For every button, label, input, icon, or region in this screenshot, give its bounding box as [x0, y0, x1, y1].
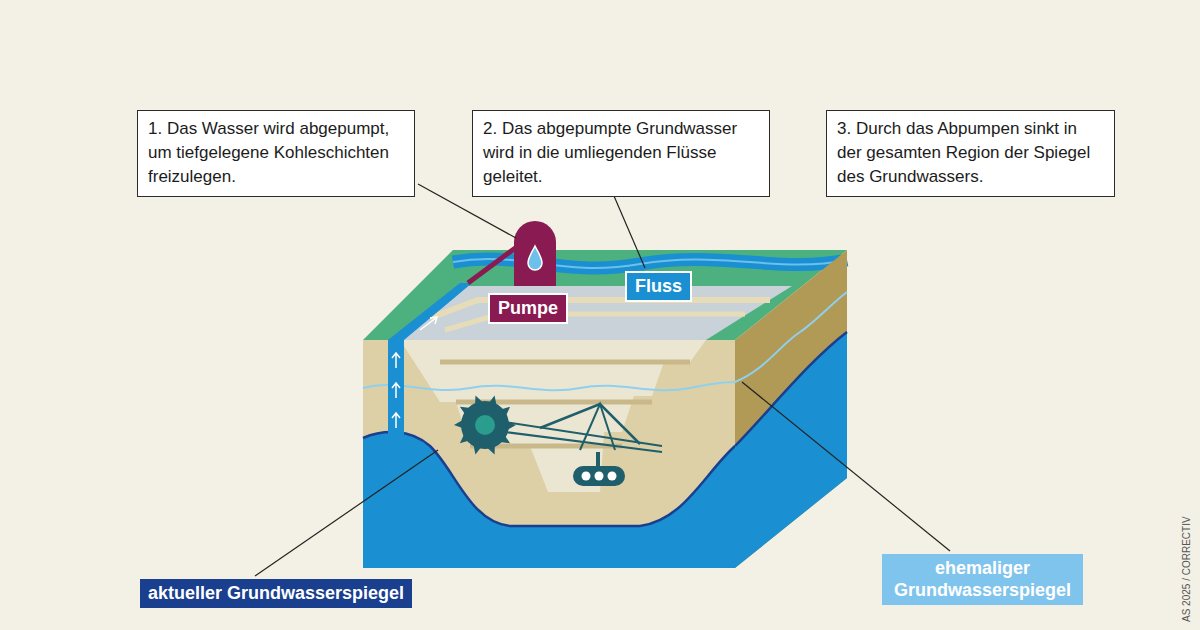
wheel-tooth: [489, 396, 497, 407]
wheel-tooth: [486, 445, 494, 455]
river-label: Fluss: [625, 271, 692, 302]
current-level-line: [363, 432, 735, 526]
pump-symbol: [514, 221, 556, 286]
well-pipe-top: [388, 283, 472, 340]
wheel-tooth: [454, 420, 464, 429]
wheel-tooth: [501, 407, 510, 417]
groundwater-side: [735, 332, 847, 568]
former-level-label: ehemaliger Grundwasserspiegel: [880, 552, 1085, 607]
callout-box: 2. Das abgepumpte Grundwasser wird in di…: [472, 110, 770, 197]
soil-side: [735, 250, 847, 568]
label-text: Pumpe: [498, 297, 558, 320]
label-text: aktueller Grundwasserspiegel: [148, 582, 404, 605]
label-text: Fluss: [635, 275, 682, 298]
wheel-tooth: [475, 396, 483, 406]
callout-box: 1. Das Wasser wird abgepumpt, um tiefgel…: [137, 110, 415, 197]
pump-pipe: [468, 246, 518, 283]
label-text: ehemaliger Grundwasserspiegel: [894, 558, 1071, 601]
label-text: 3. Durch das Abpumpen sinkt in der gesam…: [837, 117, 1104, 188]
credit-watermark: AS 2025 / CORRECTIV: [1181, 516, 1192, 622]
wheel-tooth: [499, 435, 510, 443]
label-text: 1. Das Wasser wird abgepumpt, um tiefgel…: [148, 117, 404, 188]
bucket-wheel-excavator: [454, 396, 662, 486]
current-level-line: [735, 332, 847, 446]
callout-box: 3. Durch das Abpumpen sinkt in der gesam…: [826, 110, 1115, 197]
river-highlight: [453, 259, 847, 268]
flow-arrows: [392, 317, 437, 428]
wheel-tooth: [473, 444, 481, 455]
wheel-tooth: [506, 422, 516, 431]
coal-layer: [440, 360, 690, 365]
label-text: 2. Das abgepumpte Grundwasser wird in di…: [483, 117, 759, 188]
leader-lines: [255, 184, 950, 576]
groundwater-front: [363, 432, 735, 568]
pump-label: Pumpe: [488, 293, 568, 324]
well-pipe: [388, 340, 404, 438]
water-drop: [528, 246, 542, 270]
river: [453, 259, 847, 268]
soil-front: [363, 340, 735, 568]
current-level-label: aktueller Grundwasserspiegel: [138, 577, 414, 610]
wheel-tooth: [460, 407, 471, 415]
wheel-tooth: [460, 433, 469, 443]
pit-top: [400, 286, 792, 340]
